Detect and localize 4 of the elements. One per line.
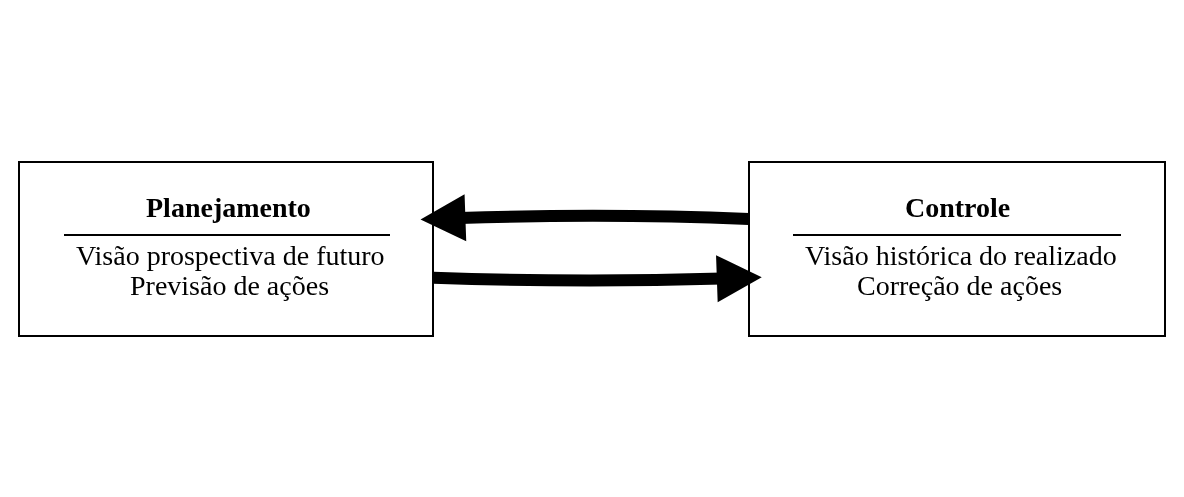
arrow [420, 193, 750, 241]
node-box: Controle Visão histórica do realizado Correção de ações [748, 160, 1166, 337]
node-box: Planejamento Visão prospectiva de futuro Previsão de ações [18, 160, 434, 337]
arrow [433, 254, 762, 302]
